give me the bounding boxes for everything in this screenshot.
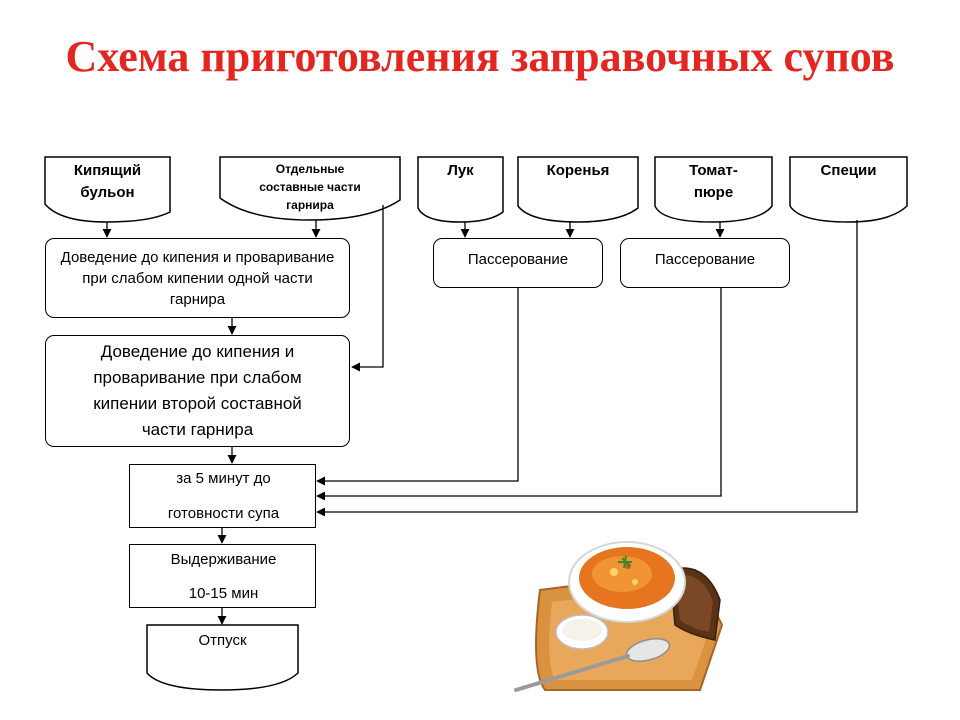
input-garnish-line3: гарнира bbox=[286, 198, 334, 212]
step-saute-2-text: Пассерование bbox=[654, 251, 756, 268]
input-onion: Лук bbox=[447, 162, 474, 179]
step-boil-first-text: Доведение до кипения и проваривание при … bbox=[60, 248, 335, 308]
input-shape-tomato bbox=[654, 156, 773, 223]
input-garnish-line2: составные части bbox=[259, 180, 361, 194]
step-boil-first-part: Доведение до кипения и проваривание при … bbox=[45, 238, 350, 318]
step-final-addition-line1: за 5 минут до bbox=[176, 470, 271, 487]
input-tomato-line1: Томат- bbox=[689, 162, 738, 179]
input-tomato: Томат- пюре bbox=[655, 160, 772, 204]
step-boil-second-text: Доведение до кипения и проваривание при … bbox=[93, 342, 302, 439]
input-shape-garnish bbox=[219, 156, 401, 221]
input-spices: Специи bbox=[820, 162, 877, 179]
step-saute-tomato: Пассерование bbox=[620, 238, 790, 288]
step-rest-line1: Выдерживание bbox=[170, 551, 277, 568]
serve-shape bbox=[146, 624, 299, 691]
page-title: Схема приготовления заправочных супов bbox=[65, 32, 895, 81]
step-saute-1-text: Пассерование bbox=[467, 251, 569, 268]
input-broth: Кипящий бульон bbox=[45, 160, 170, 204]
input-shape-spices bbox=[789, 156, 908, 223]
step-final-addition: за 5 минут до готовности супа bbox=[129, 464, 316, 528]
input-shape-onion bbox=[417, 156, 504, 223]
input-roots: Коренья bbox=[546, 162, 610, 179]
step-rest: Выдерживание 10-15 мин bbox=[129, 544, 316, 608]
step-final-addition-line2: готовности супа bbox=[167, 505, 280, 522]
input-garnish-line1: Отдельные bbox=[275, 162, 345, 176]
step-serve: Отпуск bbox=[198, 632, 247, 649]
soup-illustration bbox=[514, 541, 724, 692]
input-tomato-line2: пюре bbox=[693, 184, 734, 201]
input-broth-line1: Кипящий bbox=[73, 162, 142, 179]
step-saute-onion-roots: Пассерование bbox=[433, 238, 603, 288]
step-boil-second-part: Доведение до кипения и проваривание при … bbox=[45, 335, 350, 447]
input-shape-roots bbox=[517, 156, 639, 223]
step-rest-line2: 10-15 мин bbox=[188, 585, 259, 602]
input-garnish: Отдельные составные части гарнира bbox=[220, 160, 400, 214]
input-broth-line2: бульон bbox=[80, 184, 135, 201]
